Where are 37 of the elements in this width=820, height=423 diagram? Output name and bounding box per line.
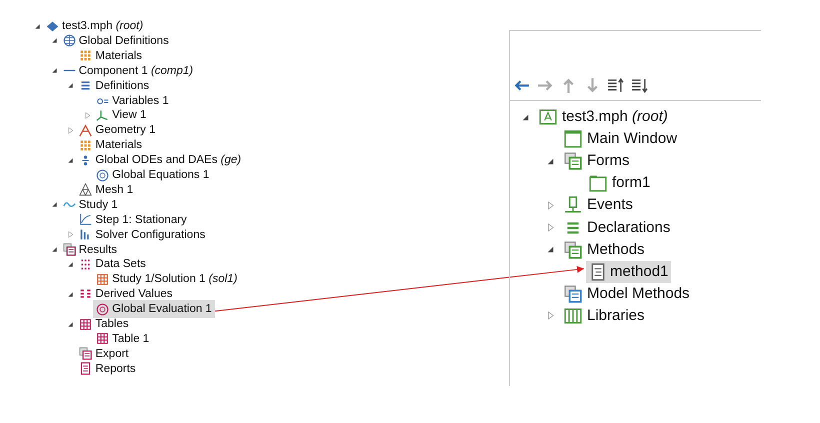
tree-item-label: Main Window [587, 130, 678, 148]
arrow [214, 266, 584, 312]
tree-item-label: Forms [587, 152, 630, 170]
tree-item-label: Methods [587, 240, 645, 259]
tree-item-label: Global Equations 1 [112, 168, 210, 182]
tree-item-label: test3.mph (root) [562, 108, 668, 126]
tree-item-label: Materials [95, 48, 142, 63]
tree-item-label: Declarations [587, 218, 670, 236]
tree-item-label: Geometry 1 [95, 123, 156, 138]
tree-item-label: Step 1: Stationary [95, 212, 187, 227]
tree-item-label: Study 1/Solution 1 (sol1) [112, 272, 238, 286]
tree-item-label: Reports [95, 362, 136, 376]
tree-item-label: Solver Configurations [95, 228, 206, 242]
tree-item-label: Export [95, 346, 129, 361]
tree-item-label: Global Definitions [78, 34, 169, 48]
tree-item-label: View 1 [112, 108, 146, 122]
tree-item-label: Derived Values [95, 287, 173, 302]
tree-item-label: Global ODEs and DAEs (ge) [95, 153, 242, 168]
tree-item-label: Libraries [587, 306, 645, 325]
tree-item-label: Component 1 (comp1) [78, 64, 194, 78]
tree-item-label: Model Methods [587, 284, 690, 303]
tree-item-label: test3.mph (root) [62, 19, 144, 33]
tree-item-label: form1 [612, 174, 650, 192]
tree-item-label: method1 [610, 262, 668, 281]
tree-item-label: Study 1 [78, 198, 118, 212]
tree-item-label: Definitions [95, 78, 150, 93]
tree-item-label: Events [587, 196, 633, 214]
tree-item-label: Global Evaluation 1 [112, 302, 212, 316]
tree-item-label: Mesh 1 [95, 182, 134, 197]
selected-tree-item [93, 300, 215, 318]
selected-tree-item [586, 260, 672, 283]
tree-item-label: Data Sets [95, 257, 146, 272]
tree-item-label: Materials [95, 138, 142, 152]
tree-item-label: Table 1 [112, 332, 150, 346]
tree-item-label: Variables 1 [112, 94, 169, 108]
tree-item-label: Results [78, 242, 118, 256]
tree-item-label: Tables [95, 317, 129, 331]
